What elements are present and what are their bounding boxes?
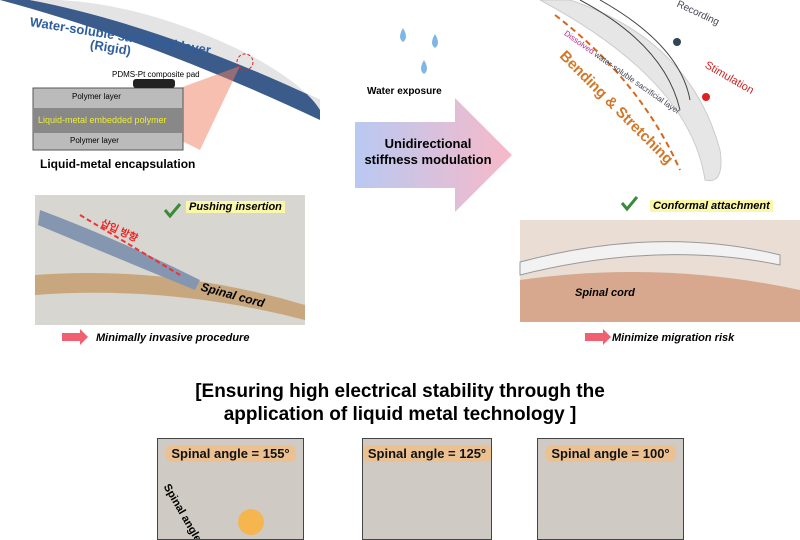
encapsulation-caption: Liquid-metal encapsulation — [40, 157, 196, 171]
check-icon — [620, 196, 639, 212]
pdms-pad — [133, 79, 175, 88]
photo-125: Spinal angle = 125° — [362, 438, 492, 540]
soft-probe — [539, 0, 722, 182]
photo-155: Spinal angle = 155° Spinal angle — [157, 438, 304, 540]
pad-highlight — [236, 53, 254, 71]
stimulation-icon — [702, 93, 710, 101]
angle-label: Spinal angle = 125° — [363, 445, 491, 462]
bending-arrow — [554, 14, 681, 171]
recording-icon — [673, 38, 681, 46]
right-caption: Minimize migration risk — [612, 332, 735, 344]
polymer-bottom-label: Polymer layer — [70, 136, 119, 145]
photo-100: Spinal angle = 100° — [537, 438, 684, 540]
polymer-top-label: Polymer layer — [72, 92, 121, 101]
conformal-attachment-label: Conformal attachment — [650, 200, 773, 212]
angle-marker — [238, 509, 264, 535]
spinal-cord-label-right: Spinal cord — [575, 287, 635, 299]
check-icon — [163, 203, 182, 219]
stiffness-line2: stiffness modulation — [364, 152, 492, 167]
lm-polymer-label: Liquid-metal embedded polymer — [38, 115, 167, 125]
pad-label: PDMS-Pt composite pad — [112, 70, 200, 79]
angle-label: Spinal angle = 100° — [545, 445, 676, 462]
water-label: Water exposure — [367, 86, 442, 97]
left-caption: Minimally invasive procedure — [96, 332, 250, 344]
water-drops-icon — [400, 28, 438, 74]
stiffness-arrow — [355, 98, 512, 212]
angle-label: Spinal angle = 155° — [165, 445, 296, 462]
title-line2: application of liquid metal technology ] — [223, 404, 577, 425]
arrow-icon — [585, 329, 611, 345]
arrow-icon — [62, 329, 88, 345]
spinal-angle-side-label: Spinal angle — [160, 482, 204, 540]
title-line1: [Ensuring high electrical stability thro… — [195, 381, 605, 402]
section-title: [Ensuring high electrical stability thro… — [0, 380, 800, 426]
stiffness-line1: Unidirectional — [384, 136, 472, 151]
pushing-insertion-label: Pushing insertion — [186, 201, 285, 213]
